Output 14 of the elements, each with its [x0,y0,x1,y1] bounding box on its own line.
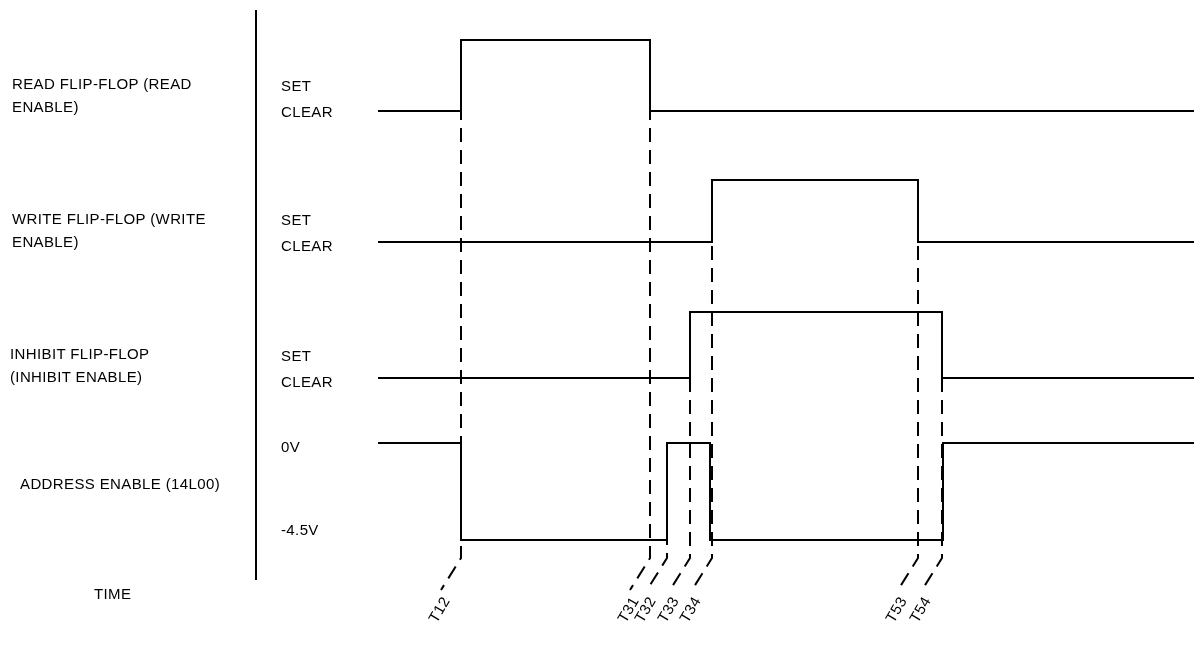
level-label: CLEAR [281,102,334,122]
axis-title: TIME [94,584,133,604]
signal-label: WRITE FLIP-FLOP (WRITE ENABLE) [12,209,207,253]
time-marker-label: T12 [423,594,452,628]
signal-label: ADDRESS ENABLE (14L00) [20,474,220,494]
level-label: SET [281,346,313,366]
level-label: SET [281,210,313,230]
level-label: SET [281,76,313,96]
signal-label: INHIBIT FLIP-FLOP (INHIBIT ENABLE) [10,344,151,388]
level-label: CLEAR [281,236,334,256]
level-label: -4.5V [281,520,320,540]
level-label: 0V [281,437,302,457]
signal-label: READ FLIP-FLOP (READ ENABLE) [12,74,193,118]
level-label: CLEAR [281,372,334,392]
